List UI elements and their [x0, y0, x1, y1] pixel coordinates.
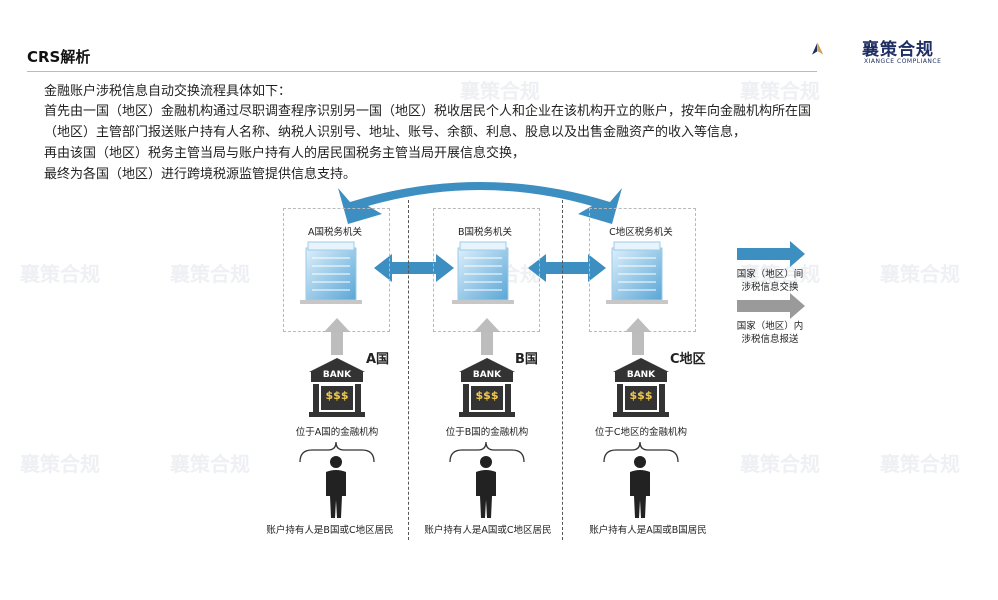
authority-label-b: B国税务机关	[457, 227, 513, 238]
watermark: 襄策合规	[20, 452, 100, 476]
institution-label-b: 位于B国的金融机构	[445, 427, 529, 438]
authority-box-c	[589, 208, 696, 332]
bank-label: BANK	[472, 370, 502, 380]
authority-box-a	[283, 208, 390, 332]
building-icon	[606, 241, 668, 304]
exchange-arrow-ab	[374, 254, 454, 282]
report-arrow-a	[324, 318, 350, 355]
authority-box-b	[433, 208, 540, 332]
column-separator	[562, 200, 563, 540]
watermark: 襄策合规	[740, 79, 820, 103]
bank-money: $$$	[475, 389, 499, 402]
watermark: 襄策合规	[20, 262, 100, 286]
bank-money: $$$	[325, 389, 349, 402]
column-separator	[408, 200, 409, 540]
exchange-arrow-bc	[528, 254, 606, 282]
legend-report: 国家（地区）内 涉税信息报送	[736, 321, 804, 345]
person-icon	[476, 456, 496, 518]
bank-icon	[613, 358, 669, 417]
authority-label-c: C地区税务机关	[609, 227, 673, 238]
bank-money: $$$	[629, 389, 653, 402]
person-icon	[630, 456, 650, 518]
intro-line: （地区）主管部门报送账户持有人名称、纳税人识别号、地址、账号、余额、利息、股息以…	[44, 125, 747, 140]
holder-label-a: 账户持有人是B国或C地区居民	[266, 525, 394, 536]
country-label-a: A国	[366, 352, 390, 367]
watermark: 襄策合规	[460, 79, 540, 103]
report-arrow-b	[474, 318, 500, 355]
authority-label-a: A国税务机关	[308, 227, 362, 238]
logo-icon	[812, 42, 824, 55]
intro-line: 金融账户涉税信息自动交换流程具体如下：	[44, 84, 292, 99]
page-title: CRS解析	[27, 48, 91, 66]
exchange-arc-arrow	[338, 182, 622, 224]
header-divider	[27, 71, 817, 72]
watermark: 襄策合规	[170, 262, 250, 286]
watermark: 襄策合规	[740, 452, 820, 476]
person-icon	[326, 456, 346, 518]
brace	[603, 441, 679, 463]
institution-label-c: 位于C地区的金融机构	[594, 427, 688, 438]
legend-arrow-report	[737, 293, 805, 319]
institution-label-a: 位于A国的金融机构	[295, 427, 379, 438]
report-arrow-c	[625, 318, 651, 355]
legend-exchange: 国家（地区）间 涉税信息交换	[736, 269, 804, 293]
bank-label: BANK	[626, 370, 656, 380]
bank-icon	[459, 358, 515, 417]
country-label-c: C地区	[670, 352, 706, 367]
watermark: 襄策合规	[880, 452, 960, 476]
brace	[299, 441, 375, 463]
intro-line: 首先由一国（地区）金融机构通过尽职调查程序识别另一国（地区）税收居民个人和企业在…	[44, 104, 812, 119]
brace	[449, 441, 525, 463]
watermark: 襄策合规	[880, 262, 960, 286]
watermark: 襄策合规	[170, 452, 250, 476]
holder-label-c: 账户持有人是A国或B国居民	[589, 525, 707, 536]
bank-icon	[309, 358, 365, 417]
logo-text: 襄策合规	[862, 40, 934, 60]
building-icon	[452, 241, 514, 304]
bank-label: BANK	[322, 370, 352, 380]
country-label-b: B国	[515, 352, 538, 367]
intro-line: 最终为各国（地区）进行跨境税源监管提供信息支持。	[44, 167, 357, 182]
building-icon	[300, 241, 362, 304]
holder-label-b: 账户持有人是A国或C地区居民	[424, 525, 552, 536]
watermark: 襄策合规	[740, 262, 820, 286]
intro-line: 再由该国（地区）税务主管当局与账户持有人的居民国税务主管当局开展信息交换，	[44, 146, 526, 161]
legend-arrow-exchange	[737, 241, 805, 267]
logo-subtitle: XIANGCE COMPLIANCE	[864, 58, 942, 65]
